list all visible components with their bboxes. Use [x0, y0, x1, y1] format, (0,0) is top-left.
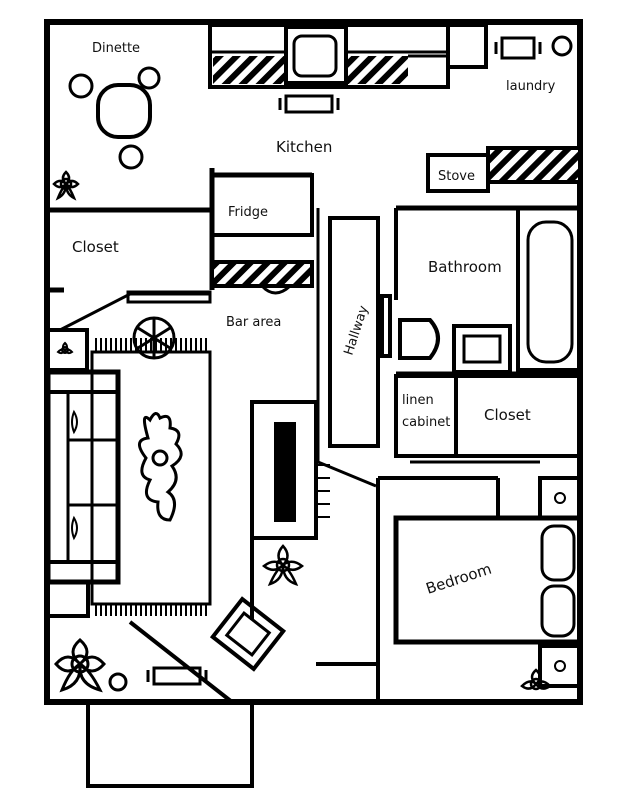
label-dinette: Dinette: [92, 41, 140, 56]
plant-icon: [520, 668, 552, 691]
toilet-icon: [380, 294, 440, 360]
counter-hatch: [213, 56, 285, 84]
label-closet-right: Closet: [484, 406, 531, 424]
entry-porch: [86, 700, 254, 788]
label-stove: Stove: [438, 169, 475, 184]
plant-icon: [56, 341, 74, 355]
dinette-table-set: [68, 66, 161, 170]
label-bedroom: Bedroom: [424, 560, 494, 598]
plant-icon: [52, 170, 80, 201]
hallway: [328, 216, 380, 448]
bathtub: [516, 206, 582, 372]
living-room-rug: [90, 338, 212, 616]
kitchen-counter-right: [486, 146, 582, 184]
bar-counter: [210, 260, 314, 288]
pillow: [540, 584, 576, 638]
plant-icon: [261, 544, 305, 586]
nightstand: [538, 644, 582, 688]
label-kitchen: Kitchen: [276, 138, 332, 156]
side-table-icon: [132, 316, 176, 360]
pillow: [540, 524, 576, 582]
closet-right: [454, 374, 582, 458]
label-laundry: laundry: [506, 79, 556, 94]
label-bar-area: Bar area: [226, 315, 281, 330]
armchair-icon: [209, 596, 287, 672]
counter-hatch: [348, 56, 408, 84]
plant-icon: [54, 638, 128, 693]
bathroom-sink-icon: [452, 324, 512, 374]
couch: [45, 369, 121, 585]
label-bathroom: Bathroom: [428, 258, 502, 276]
kitchen-bench-icon: [278, 94, 340, 114]
nightstand: [538, 476, 582, 520]
washer-dryer-icon: [494, 35, 573, 60]
label-linen-line1: linen: [402, 393, 434, 408]
tv: [274, 422, 296, 522]
label-hallway: Hallway: [342, 304, 372, 358]
label-closet-left: Closet: [72, 238, 119, 256]
label-fridge: Fridge: [228, 205, 268, 220]
entry-bench-icon: [146, 666, 208, 686]
label-linen-line2: cabinet: [402, 415, 450, 430]
bed: [393, 515, 583, 645]
